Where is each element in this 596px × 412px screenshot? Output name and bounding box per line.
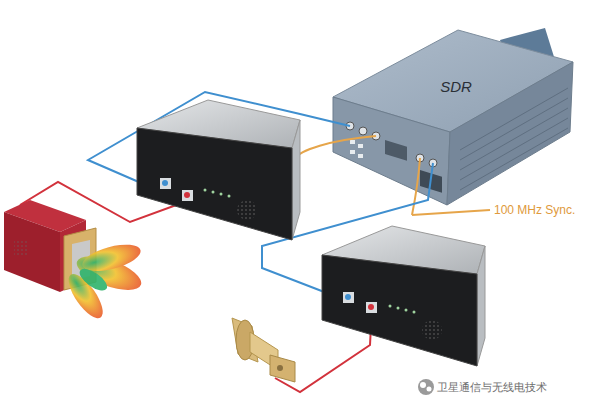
sdr-unit bbox=[460, 98, 568, 160]
converter-unit bbox=[160, 178, 171, 189]
sdr-unit bbox=[358, 144, 363, 148]
antenna-array-unit bbox=[14, 240, 28, 256]
device-name: SDR bbox=[440, 78, 472, 95]
sdr-unit bbox=[460, 128, 568, 190]
converter-unit bbox=[137, 128, 292, 240]
converter-unit bbox=[237, 200, 257, 220]
converter-unit bbox=[204, 189, 207, 192]
watermark-icon bbox=[418, 379, 434, 395]
converter-unit bbox=[204, 189, 231, 198]
sdr-unit bbox=[350, 140, 355, 144]
converter-unit bbox=[389, 305, 392, 308]
converter-unit bbox=[368, 304, 374, 310]
radiation-pattern bbox=[63, 239, 146, 323]
wires bbox=[412, 210, 490, 215]
sdr-unit bbox=[333, 97, 450, 205]
converter-unit bbox=[322, 226, 485, 366]
sdr-unit bbox=[460, 88, 568, 190]
watermark-icon bbox=[420, 382, 426, 388]
sdr-unit bbox=[385, 140, 407, 161]
antenna-array-unit bbox=[14, 240, 28, 256]
horn-antenna bbox=[277, 365, 283, 371]
sdr-unit bbox=[333, 28, 573, 205]
converter-unit bbox=[162, 180, 168, 186]
wires bbox=[20, 92, 490, 392]
converter-unit bbox=[477, 246, 485, 366]
wires bbox=[292, 136, 420, 215]
converter-unit bbox=[292, 120, 300, 240]
converter-unit bbox=[397, 307, 400, 310]
sdr-unit bbox=[460, 108, 568, 170]
converter-unit bbox=[345, 294, 351, 300]
converter-unit bbox=[389, 305, 416, 314]
converter-unit bbox=[422, 320, 442, 340]
converter-unit bbox=[405, 309, 408, 312]
antenna-array-unit bbox=[4, 212, 60, 292]
converter-unit bbox=[343, 292, 354, 303]
watermark: 卫星通信与无线电技术 bbox=[437, 380, 547, 395]
sdr-unit bbox=[359, 127, 367, 135]
horn-antenna bbox=[232, 318, 295, 382]
watermark-icon bbox=[427, 387, 432, 392]
sdr-unit bbox=[346, 122, 437, 167]
converter-unit bbox=[366, 302, 377, 313]
device-label: SDR bbox=[436, 76, 476, 97]
converter-unit bbox=[184, 192, 190, 198]
converter-unit bbox=[182, 190, 193, 201]
converter-unit bbox=[322, 255, 477, 366]
converter-unit bbox=[137, 100, 300, 240]
sdr-unit bbox=[350, 150, 355, 154]
converter-unit bbox=[413, 311, 416, 314]
converter-unit bbox=[228, 195, 231, 198]
converter-unit bbox=[212, 191, 215, 194]
sdr-unit bbox=[460, 118, 568, 180]
sdr-unit bbox=[460, 88, 568, 150]
radiation-pattern bbox=[76, 265, 110, 295]
converter-unit bbox=[220, 193, 223, 196]
horn-antenna bbox=[270, 355, 295, 382]
signal-label: 100 MHz Sync. bbox=[494, 203, 575, 217]
watermark-icon bbox=[418, 379, 434, 395]
sdr-unit bbox=[350, 140, 363, 158]
sdr-unit bbox=[358, 154, 363, 158]
